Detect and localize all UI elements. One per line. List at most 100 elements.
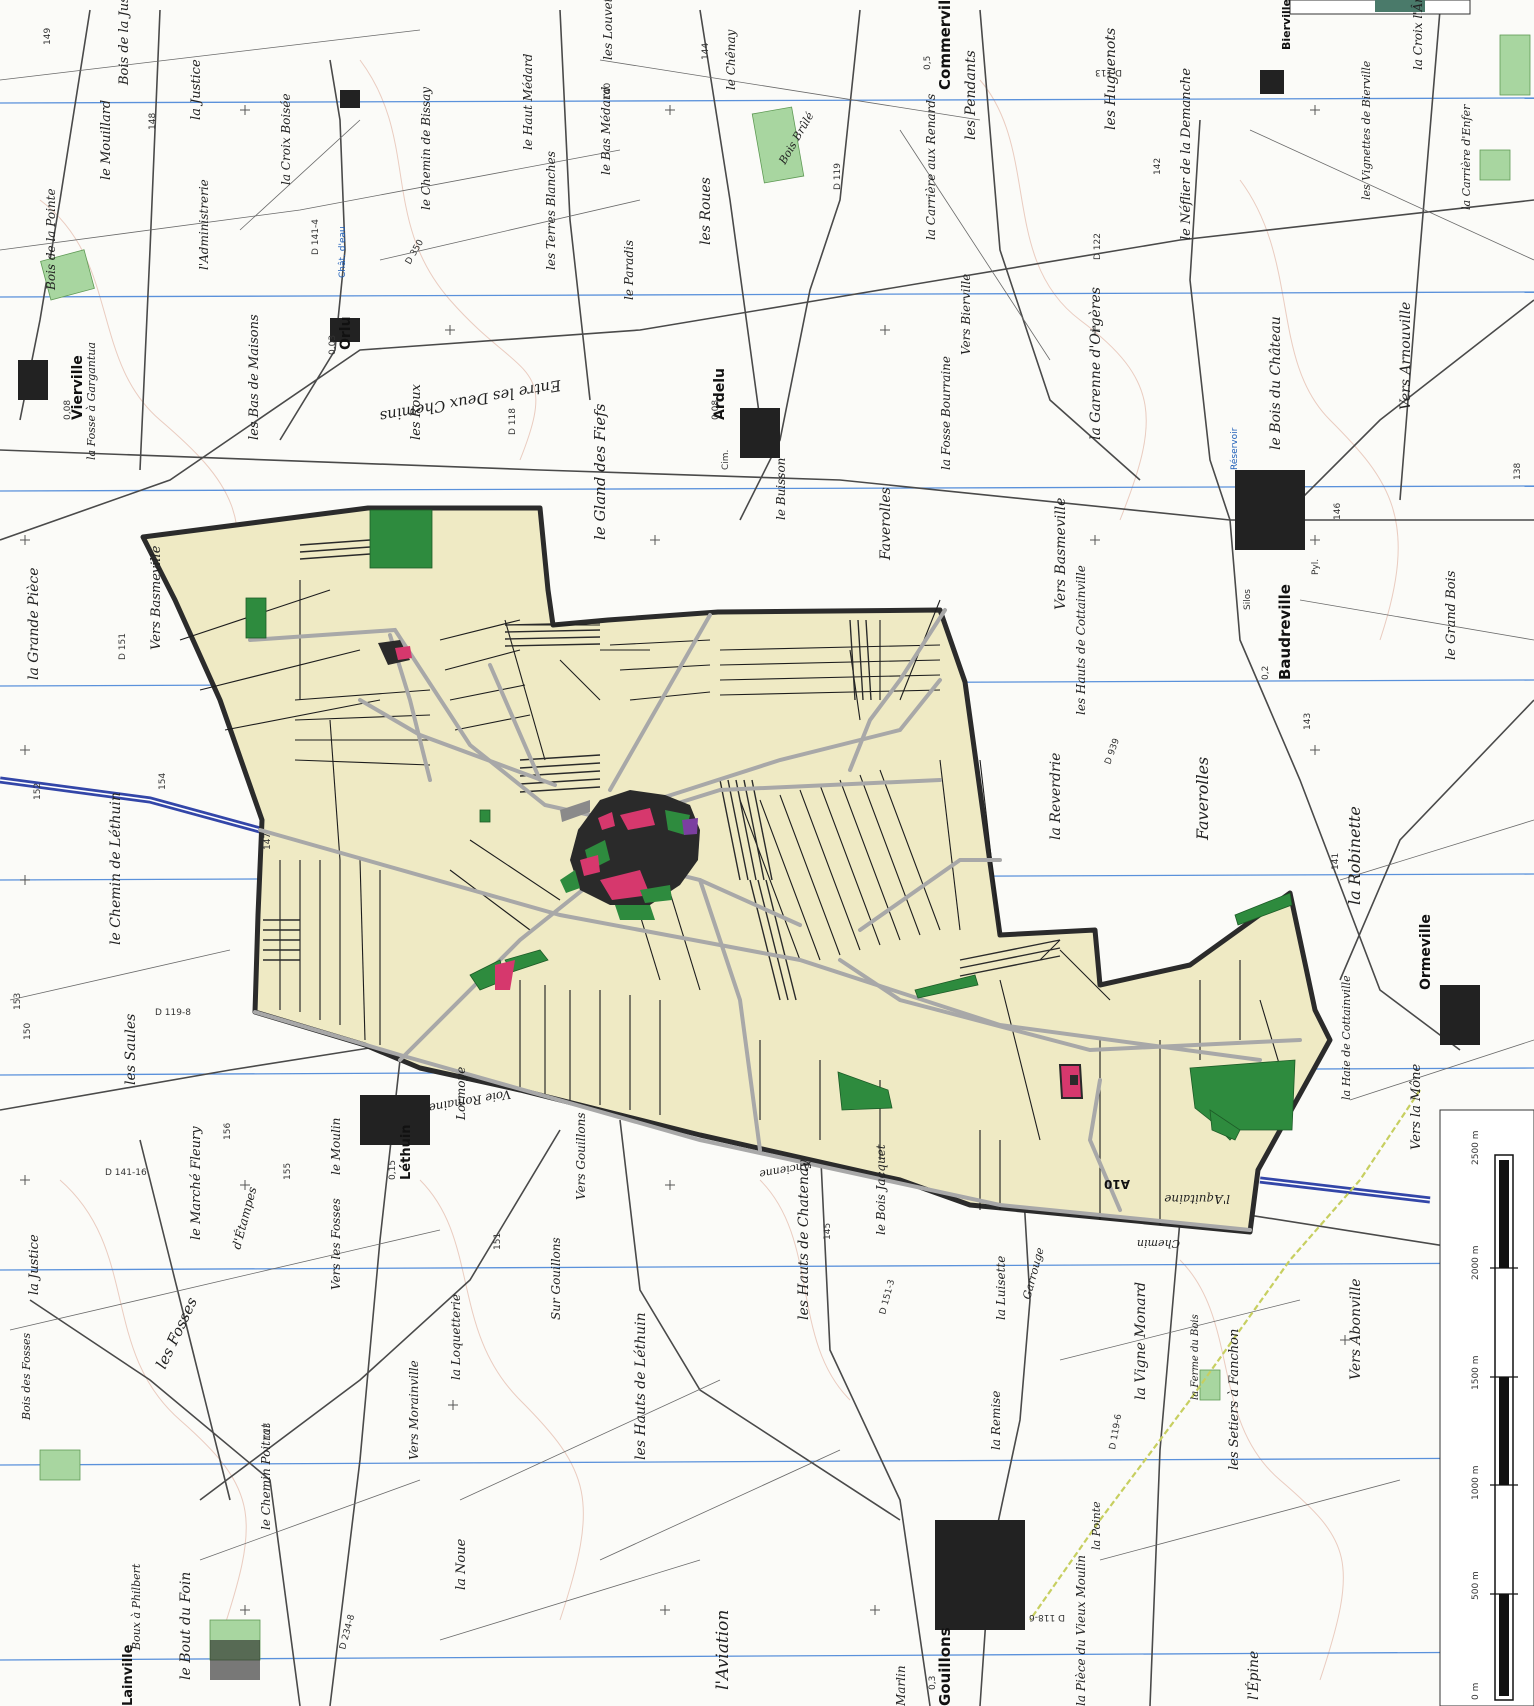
- elevation-label: 141: [1331, 853, 1341, 870]
- road-label: D 119: [833, 163, 843, 190]
- place-label: Léthuin: [399, 1124, 414, 1180]
- place-label: Commerville: [936, 0, 954, 90]
- elevation-label: 155: [283, 1163, 293, 1180]
- place-label: le Chemin Poitrat: [259, 1423, 273, 1530]
- place-label: la Remise: [989, 1391, 1003, 1450]
- place-label: Vierville: [70, 355, 86, 420]
- place-label: le Mouillard: [99, 100, 114, 180]
- place-label: le Buisson: [774, 458, 788, 520]
- map-symbol-label: Cim.: [721, 450, 731, 470]
- place-label: le Néflier de la Demanche: [1179, 68, 1194, 240]
- elevation-label: 152: [33, 783, 43, 800]
- dashed-railway: [1029, 1089, 1421, 1621]
- zone-hamlets: [378, 640, 1084, 1099]
- place-label: la Fosse à Gargantua: [85, 342, 98, 460]
- place-label: Vers Abonville: [1348, 1278, 1364, 1380]
- place-label: Vers les Fosses: [329, 1198, 343, 1290]
- commune-code-labels: 0,080,030,080,50,20,150,3: [63, 56, 1271, 1690]
- place-label: Boux à Philbert: [130, 1563, 143, 1651]
- place-label: la Robinette: [1345, 806, 1364, 905]
- place-label: les Vignettes de Bierville: [1360, 60, 1373, 200]
- scale-label-500: 500 m: [1471, 1571, 1481, 1600]
- elevation-label: 148: [148, 113, 158, 130]
- place-label: Baudreville: [1276, 584, 1294, 680]
- place-label: la Carrière d'Enfer: [1460, 104, 1473, 210]
- place-label: les Setiers à Fanchon: [1227, 1329, 1242, 1470]
- place-label: la Ferme du Bois: [1190, 1314, 1201, 1400]
- place-label: la Vigne Monard: [1133, 1282, 1149, 1400]
- place-label: les Hauts de Cottainville: [1074, 565, 1088, 715]
- commune-code: 0,08: [711, 400, 721, 420]
- commune-code: 0,2: [1261, 666, 1271, 680]
- elevation-label: 140: [603, 83, 613, 100]
- commune-code: 0,5: [923, 56, 933, 70]
- place-label: la Luisette: [994, 1256, 1008, 1320]
- map-symbol-label: Chât. d'eau: [338, 226, 348, 278]
- place-label: Bierville: [1280, 0, 1293, 50]
- place-label: Lormoye: [454, 1067, 468, 1121]
- place-label: Lainville: [121, 1644, 136, 1706]
- place-label: le Bas Médard: [599, 86, 613, 175]
- road-label: D 118-6: [1029, 1612, 1065, 1622]
- place-label: le Moulin: [329, 1118, 343, 1175]
- place-label: le Haut Médard: [521, 53, 535, 150]
- legend-fragment: [1289, 0, 1471, 15]
- road-label: D 119-8: [155, 1008, 191, 1018]
- outside-villages: [18, 70, 1480, 1680]
- road-label: D 122: [1093, 233, 1103, 260]
- place-label: Gouillons: [936, 1627, 954, 1706]
- map-symbol-label: Pyl.: [1311, 559, 1321, 575]
- place-label: la Justice: [189, 59, 204, 120]
- place-label: la Grande Pièce: [26, 567, 42, 680]
- place-label: le Chemin de Léthuin: [108, 792, 124, 945]
- place-label: la Noue: [454, 1538, 469, 1590]
- place-label: les Terres Blanches: [544, 151, 558, 270]
- elevation-label: 145: [823, 1223, 833, 1240]
- road-label: D 151: [118, 633, 128, 660]
- scale-label-1000: 1000 m: [1471, 1465, 1481, 1500]
- place-label: les Louvetés: [601, 0, 615, 60]
- place-label: Ardelu: [712, 368, 728, 420]
- place-label: Faverolles: [1193, 757, 1212, 841]
- place-label: Bois de la Pointe: [44, 188, 58, 291]
- place-label: Vers Gouillons: [574, 1112, 588, 1200]
- place-label: la Loquetterie: [449, 1294, 463, 1380]
- place-label: Sur Gouillons: [549, 1237, 563, 1320]
- place-label: le Chênay: [724, 29, 738, 90]
- place-label: Vers Basmeville: [149, 545, 164, 650]
- place-label: la Justice: [27, 1234, 42, 1295]
- place-label: les Saules: [123, 1014, 139, 1085]
- elevation-label: 156: [223, 1123, 233, 1140]
- place-label: les Pendants: [963, 50, 979, 140]
- place-label: le Bois du Château: [1268, 316, 1284, 450]
- place-label: la Croix l'Âne: [1410, 0, 1425, 70]
- scale-label-1500: 1500 m: [1471, 1355, 1481, 1390]
- scale-bar: 0 m 500 m 1000 m 1500 m 2000 m 2500 m: [1439, 1109, 1534, 1706]
- stripe-parcels: [263, 539, 1061, 1001]
- place-label: le Marché Fleury: [189, 1126, 204, 1240]
- elevation-label: 149: [43, 28, 53, 45]
- field-lines-outside: [0, 29, 1534, 1641]
- map-symbol-label: Réservoir: [1229, 427, 1240, 470]
- road-label: D 141-16: [105, 1168, 147, 1178]
- place-label: le Paradis: [622, 240, 636, 300]
- place-label: Faverolles: [878, 487, 894, 561]
- place-label: la Fosse Bourraine: [939, 356, 953, 470]
- place-label: Marlin: [894, 1665, 908, 1706]
- place-label: Vers la Mône: [1409, 1064, 1424, 1150]
- village-center: [560, 790, 700, 920]
- place-label: la Garenne d'Orgères: [1088, 287, 1104, 440]
- commune-code: 0,15: [388, 1160, 398, 1180]
- place-label: le Bois Jacquet: [874, 1144, 888, 1235]
- elevation-label: 138: [1513, 463, 1523, 480]
- place-label: Bois des Fosses: [20, 1332, 33, 1421]
- place-label: l'Administrerie: [197, 179, 211, 270]
- commune-code: 0,3: [928, 1676, 938, 1690]
- scale-label-0: 0 m: [1471, 1683, 1481, 1700]
- place-label: les Bas de Maisons: [247, 314, 262, 440]
- road-label: D 141-4: [311, 219, 321, 255]
- place-label: les Hauts de Chatenay: [796, 1159, 812, 1320]
- place-label: la Pointe: [1090, 1501, 1103, 1550]
